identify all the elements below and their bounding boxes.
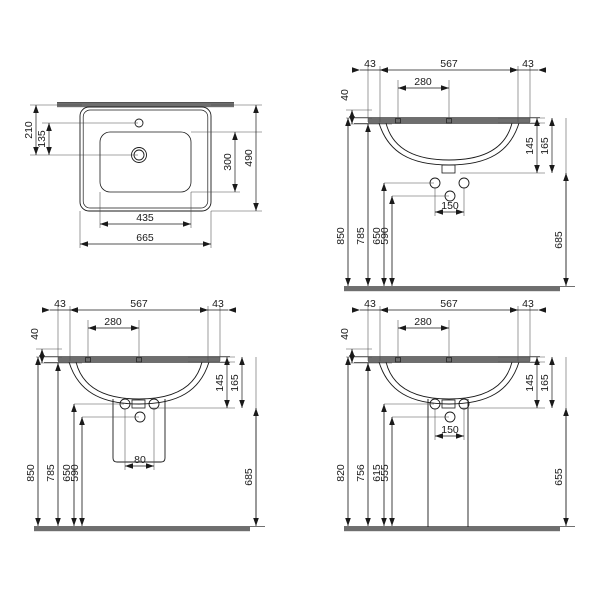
dimlabel-135: 135 (36, 130, 48, 148)
dimlabel-43-left-v3: 43 (54, 298, 66, 310)
dimlabel-685-v2: 685 (553, 231, 565, 249)
full-pedestal-outline-v4 (427, 399, 469, 527)
dimlabel-150-v2: 150 (441, 200, 459, 212)
dimlabel-145-v2: 145 (524, 137, 536, 155)
floor-slab-v2 (344, 287, 560, 292)
dimlabel-615-v4: 615 (371, 464, 383, 482)
dimlabel-43-right-v2: 43 (522, 58, 534, 70)
dimlabel-145-v3: 145 (214, 374, 226, 392)
bowl-underside-v2 (385, 122, 513, 161)
bowl-underside-v3 (75, 361, 203, 400)
basin-rim-bar-v2 (368, 118, 530, 123)
dimlabel-685-v3: 685 (243, 468, 255, 486)
dimlabel-567-v3: 567 (130, 298, 148, 310)
dimlabel-650-v3: 650 (61, 464, 73, 482)
bowl-outer-underside-v4 (378, 361, 520, 405)
basin-bowl-outline (99, 131, 192, 193)
dimlabel-43-right-v3: 43 (212, 298, 224, 310)
waste-spigot-v2 (441, 164, 456, 174)
dimlabel-80-v3: 80 (134, 454, 146, 466)
dimlabel-165-v4: 165 (539, 374, 551, 392)
dimlabel-145-v4: 145 (524, 374, 536, 392)
dimlabel-850-v3: 850 (25, 464, 37, 482)
floor-slab-v3 (34, 527, 250, 532)
basin-rim-bar-v4 (368, 357, 530, 362)
dimlabel-43-left-v2: 43 (364, 58, 376, 70)
bowl-outer-underside-v3 (68, 361, 210, 405)
dimlabel-655-v4: 655 (553, 468, 565, 486)
dimlabel-40-v2: 40 (339, 89, 351, 101)
plan-extension-lines (30, 104, 262, 248)
dimlabel-567-v4: 567 (440, 298, 458, 310)
dimlabel-300: 300 (222, 153, 234, 171)
dimlabel-280-v4: 280 (414, 316, 432, 328)
dimlabel-665: 665 (136, 232, 154, 244)
dimlabel-650-v2: 650 (371, 227, 383, 245)
dimlabel-820-v4: 820 (335, 464, 347, 482)
dimlabel-40-v3: 40 (29, 328, 41, 340)
view-front-pedestal: 43 567 43 280 40 145 165 655 820 756 615… (335, 298, 575, 532)
dimlabel-280-v3: 280 (104, 316, 122, 328)
floor-slab-v4 (344, 527, 560, 532)
dimlabel-756-v4: 756 (355, 464, 367, 482)
semi-pedestal-outline-v3 (112, 399, 166, 463)
dimlabel-590-v2: 590 (379, 227, 391, 245)
dimlabel-43-right-v4: 43 (522, 298, 534, 310)
wall-slab-plan (57, 103, 234, 108)
view-plan: 210 135 490 300 435 665 (23, 102, 262, 248)
dimlabel-785-v2: 785 (355, 227, 367, 245)
dimlabel-590-v3: 590 (69, 464, 81, 482)
dimlabel-210: 210 (23, 121, 35, 139)
bowl-underside-v4 (385, 361, 513, 400)
view-front-semipedestal: 43 567 43 280 40 145 165 685 850 785 650… (25, 298, 265, 532)
dimlabel-43-left-v4: 43 (364, 298, 376, 310)
dimlabel-555-v4: 555 (379, 464, 391, 482)
basin-outer-inner-edge (82, 109, 209, 209)
basin-rim-bar-v3 (58, 357, 220, 362)
dimlabel-40-v4: 40 (339, 328, 351, 340)
dimlabel-165-v2: 165 (539, 137, 551, 155)
dimlabel-490: 490 (243, 149, 255, 167)
waste-spigot-v3 (131, 399, 146, 409)
dimlabel-785-v3: 785 (45, 464, 57, 482)
waste-spigot-v4 (441, 399, 456, 409)
dimlabel-850-v2: 850 (335, 227, 347, 245)
dimlabel-280-v2: 280 (414, 76, 432, 88)
dimlabel-150-v4: 150 (441, 424, 459, 436)
dimlabel-567-v2: 567 (440, 58, 458, 70)
basin-outer-outline (79, 106, 212, 212)
dimlabel-165-v3: 165 (229, 374, 241, 392)
view-front-wallhung: 43 567 43 280 40 145 165 685 850 785 650… (335, 58, 575, 292)
dimlabel-435: 435 (136, 212, 154, 224)
